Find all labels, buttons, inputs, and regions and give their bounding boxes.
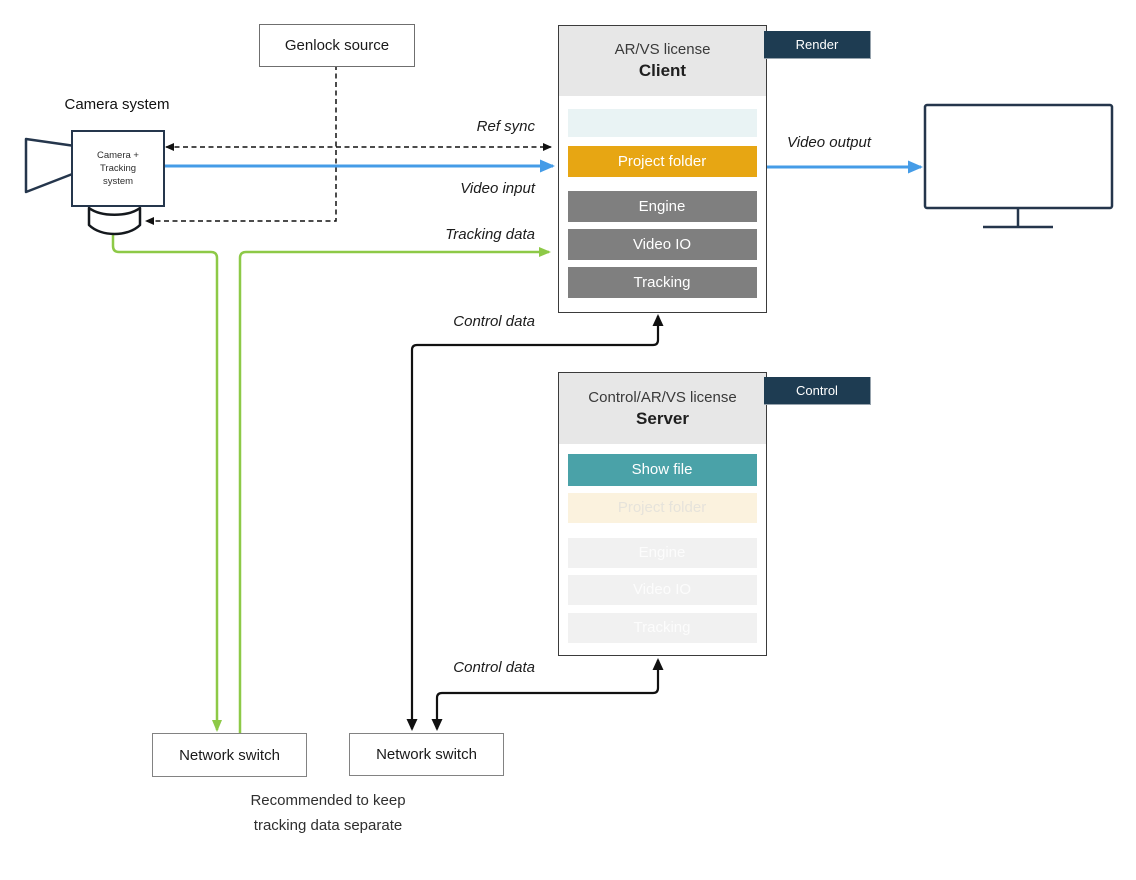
camera-device-line: system xyxy=(102,176,134,188)
camera-tracking-node: Camera + Tracking system xyxy=(71,130,165,207)
tracking-note-line: Recommended to keep xyxy=(250,792,406,809)
network-switch-right-node: Network switch xyxy=(349,733,504,776)
client-row-engine: Engine xyxy=(567,190,757,222)
camera-lens-icon xyxy=(24,137,77,194)
client-node: AR/VS license Client Project folder Engi… xyxy=(558,25,767,313)
ref-sync-label: Ref sync xyxy=(476,118,535,135)
client-row-empty xyxy=(567,108,757,137)
client-row-video-io: Video IO xyxy=(567,228,757,260)
network-switch-label: Network switch xyxy=(376,746,477,763)
tracking-data-label: Tracking data xyxy=(445,226,535,243)
control-data-upper-label: Control data xyxy=(453,313,535,330)
network-switch-left-node: Network switch xyxy=(152,733,307,777)
genlock-to-sensor-arrow xyxy=(145,65,337,225)
video-output-label: Video output xyxy=(787,134,871,151)
server-row-project-folder: Project folder xyxy=(567,492,757,523)
control-data-client-arrow xyxy=(406,314,664,731)
server-header: Control/AR/VS license Server xyxy=(559,373,766,444)
tracking-to-switch-arrow xyxy=(111,231,222,732)
camera-device-line: Camera + xyxy=(97,149,139,161)
server-row-video-io: Video IO xyxy=(567,574,757,605)
tracking-note: Recommended to keep tracking data separa… xyxy=(210,789,446,839)
render-tag: Render xyxy=(764,31,871,59)
tracking-sensor-icon xyxy=(87,206,142,236)
control-tag: Control xyxy=(764,377,871,405)
client-row-project-folder: Project folder xyxy=(567,145,757,177)
video-input-label: Video input xyxy=(460,180,535,197)
control-data-lower-label: Control data xyxy=(453,659,535,676)
client-license-label: AR/VS license xyxy=(614,41,711,58)
client-header: AR/VS license Client xyxy=(559,26,766,96)
monitor-icon xyxy=(923,103,1114,229)
genlock-label: Genlock source xyxy=(284,37,390,54)
camera-system-title: Camera system xyxy=(64,96,170,113)
server-row-tracking: Tracking xyxy=(567,612,757,643)
camera-device-line: Tracking xyxy=(99,162,137,174)
server-row-show-file: Show file xyxy=(567,453,757,486)
server-node: Control/AR/VS license Server Show file P… xyxy=(558,372,767,656)
server-role-label: Server xyxy=(636,408,689,428)
control-data-server-arrow xyxy=(431,658,664,731)
network-switch-label: Network switch xyxy=(179,746,280,764)
tracking-note-line: tracking data separate xyxy=(253,816,403,834)
tracking-data-arrow xyxy=(238,247,551,733)
genlock-source-node: Genlock source xyxy=(259,24,415,67)
server-license-label: Control/AR/VS license xyxy=(588,388,737,406)
server-row-engine: Engine xyxy=(567,537,757,568)
client-row-tracking: Tracking xyxy=(567,266,757,298)
client-role-label: Client xyxy=(638,61,687,80)
